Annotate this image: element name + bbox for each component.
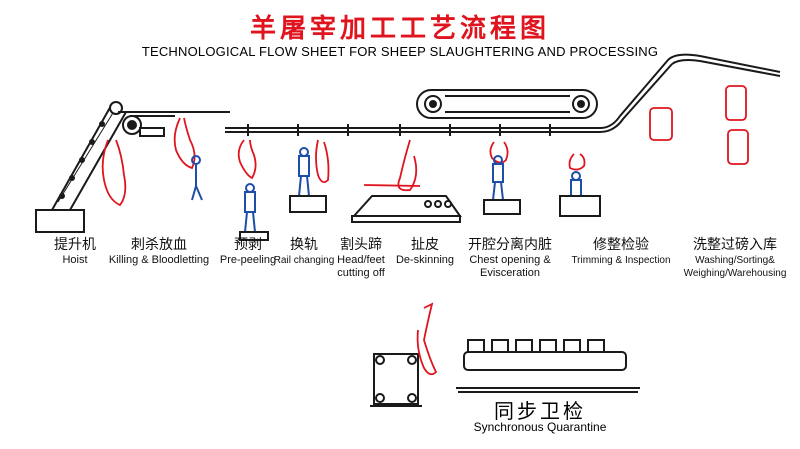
- page-title-cn: 羊屠宰加工工艺流程图: [249, 14, 550, 44]
- page-title-en: TECHNOLOGICAL FLOW SHEET FOR SHEEP SLAUG…: [141, 44, 659, 59]
- platforms: [239, 195, 601, 241]
- quarantine-label-en: Synchronous Quarantine: [473, 420, 607, 434]
- workers: [191, 147, 582, 233]
- quarantine-label-cn: 同步卫检: [494, 399, 586, 423]
- sheep-carcasses: [101, 85, 749, 207]
- quarantine-carcass: [416, 302, 438, 376]
- overhead-rail: [225, 53, 781, 136]
- hoist-machine: [35, 101, 230, 233]
- quarantine-machine: [370, 339, 640, 407]
